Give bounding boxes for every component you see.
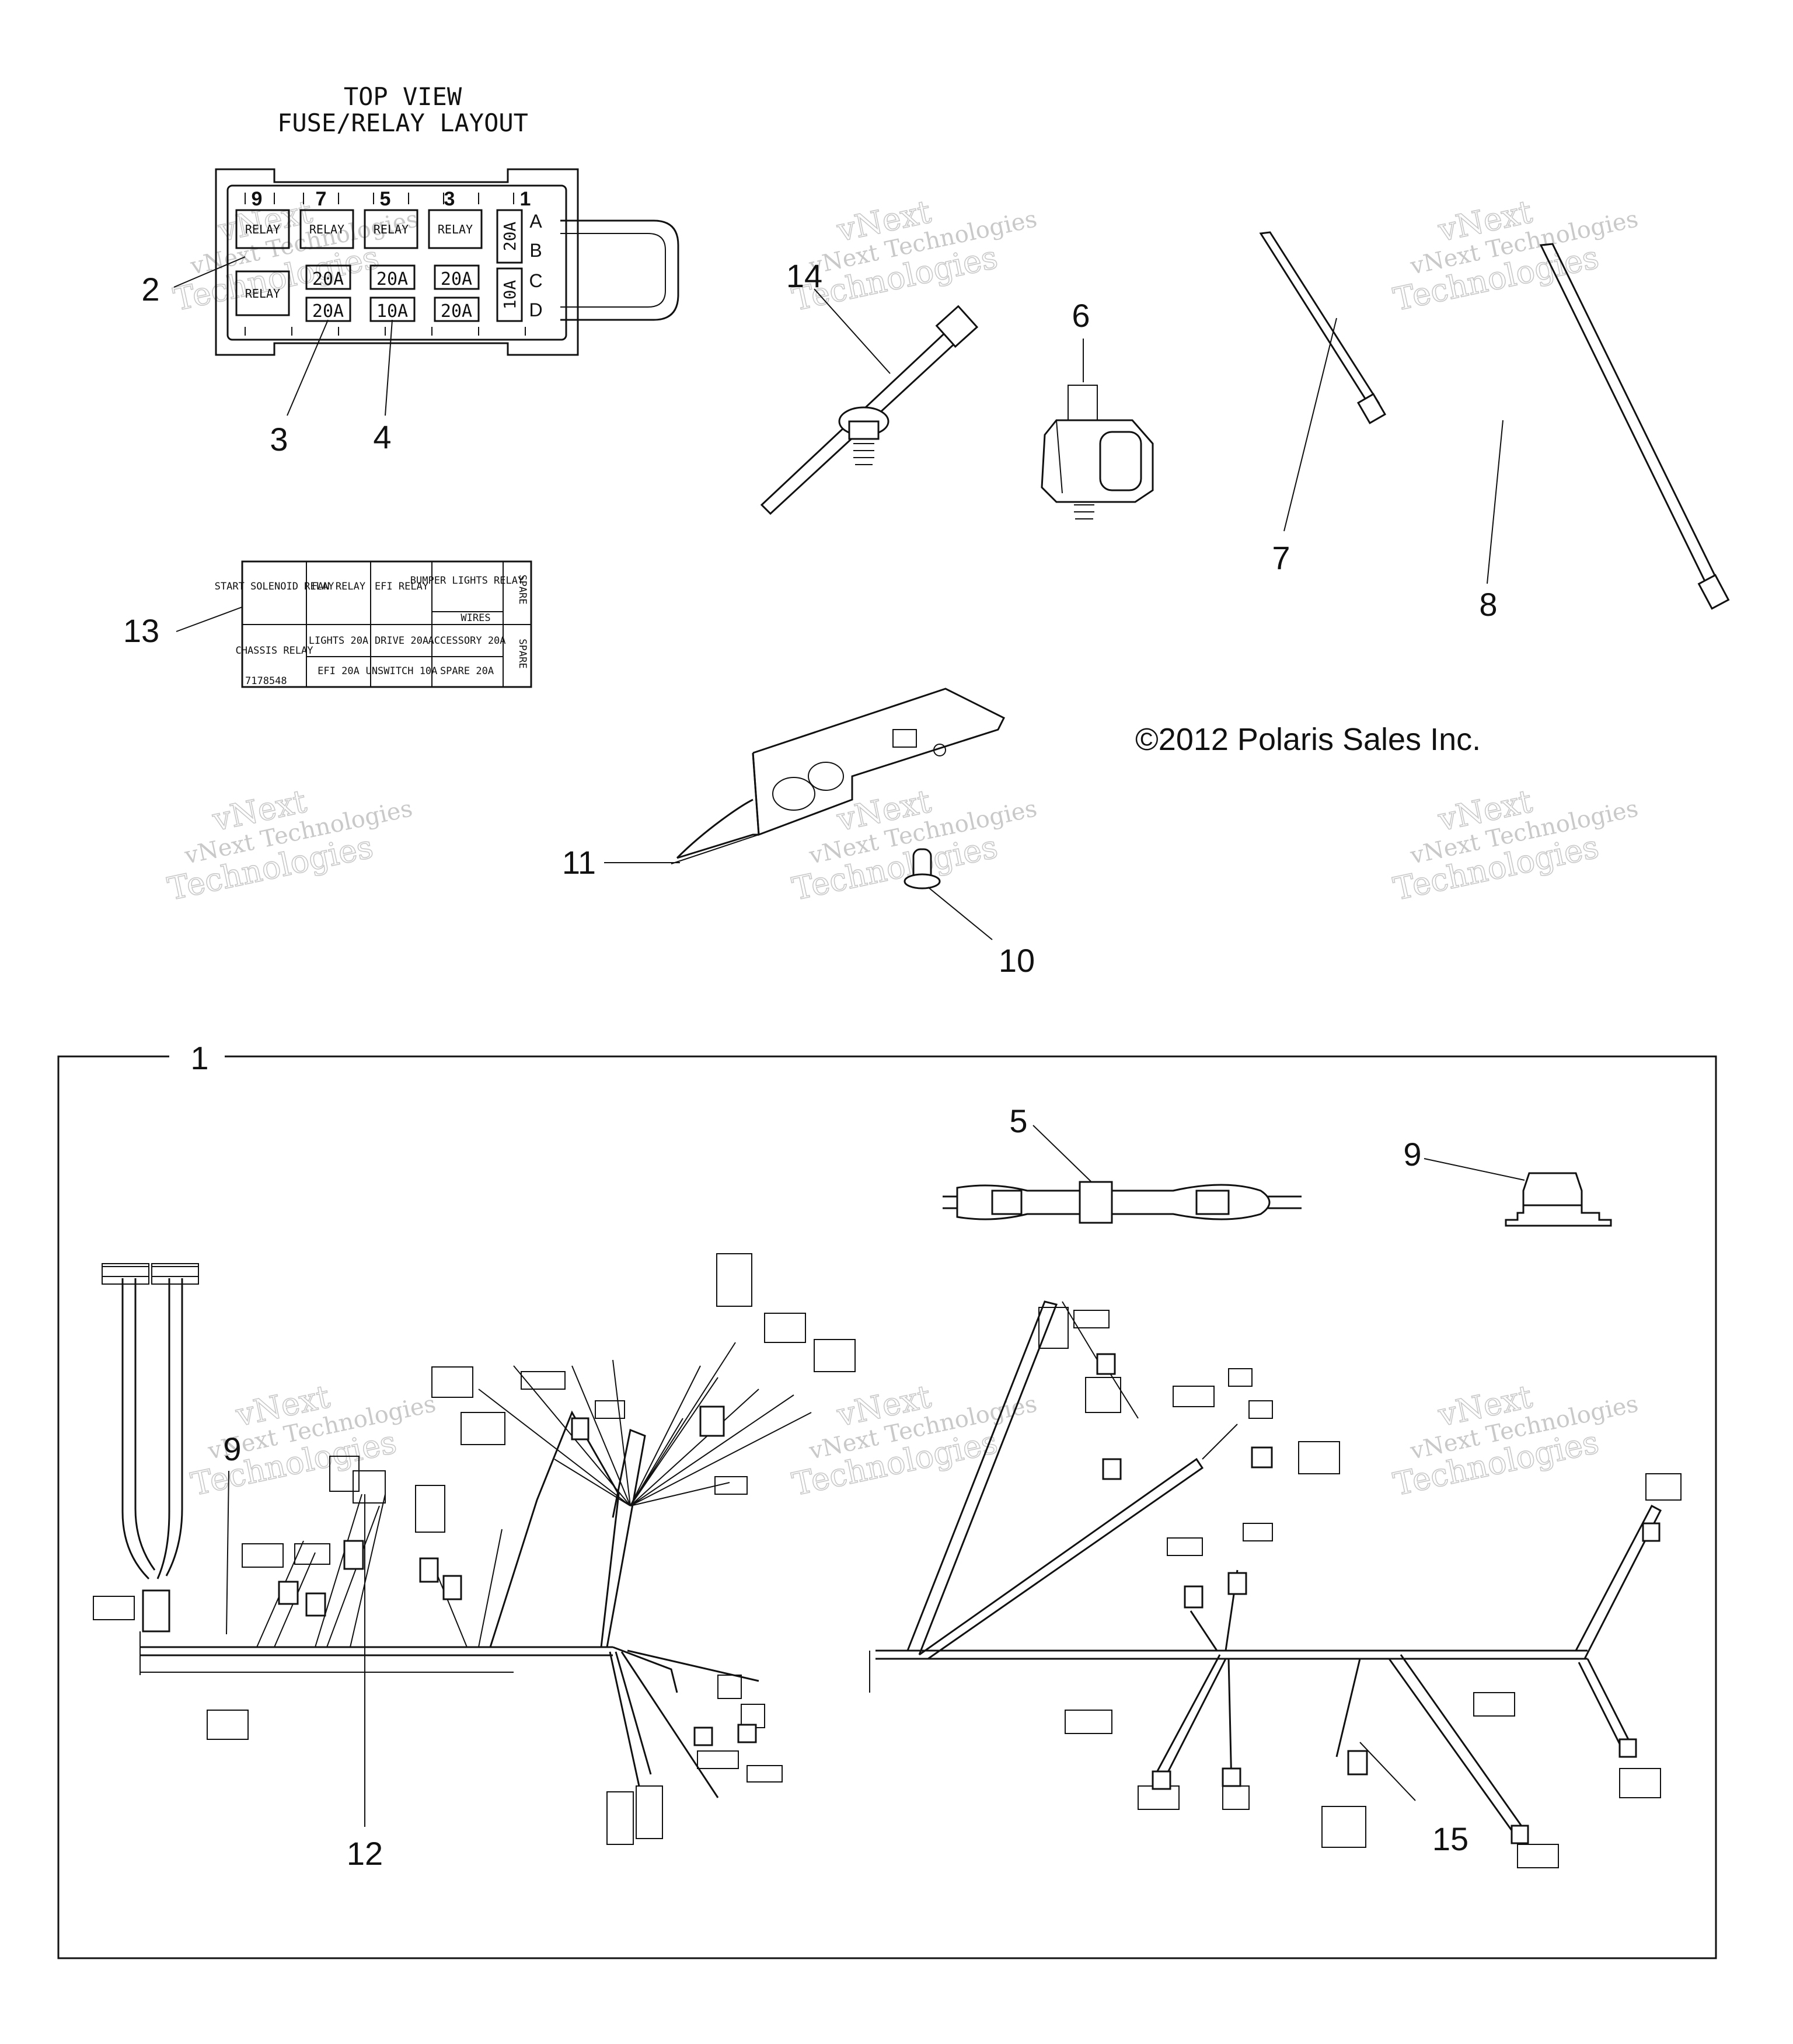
decal-fuse-efi: EFI 20A: [318, 665, 360, 677]
fuse-row-letter: C: [529, 270, 542, 291]
harness-labels-left: [102, 1253, 856, 1845]
harness-connectors-left: [278, 1405, 757, 1746]
callout-9-fuse-clip: 9: [1403, 1136, 1421, 1173]
relay-label: RELAY: [245, 222, 280, 236]
fuse-rating: 20A: [441, 269, 472, 289]
decal-side-bottom: SPARE: [517, 639, 528, 668]
decal-relay-start: START SOLENOID RELAY: [215, 581, 334, 592]
decal-wires: WIRES: [461, 612, 490, 624]
part-connector-clip: [1041, 339, 1154, 519]
relay-label: RELAY: [374, 222, 409, 236]
callout-11: 11: [562, 844, 596, 881]
watermarks: vNext vNext Technologies Technologies vN…: [164, 193, 1641, 1504]
part-cable-tie-clip: [760, 288, 979, 515]
callout-8: 8: [1479, 586, 1497, 623]
decal-side-top: SPARE: [517, 574, 528, 604]
callout-13: 13: [123, 612, 159, 649]
callout-4: 4: [373, 418, 391, 455]
fuse-rating: 20A: [312, 269, 344, 289]
callout-5: 5: [1009, 1103, 1027, 1139]
decal-fuse-spare: SPARE 20A: [440, 665, 494, 677]
callout-numbers: 1 2 3 4 5 6 7 8 9 9 10 11 12 13 14 15: [123, 257, 1498, 1872]
fuse-rating: 20A: [312, 301, 344, 322]
callout-1: 1: [190, 1040, 208, 1076]
fuse-column-number: 1: [520, 188, 531, 210]
harness-connectors-right: [1096, 1353, 1661, 1844]
callout-14: 14: [786, 257, 822, 294]
watermark-7: vNext vNext Technologies Technologies: [789, 1377, 1039, 1504]
callout-2: 2: [141, 271, 159, 308]
decal-fuse-accessory: ACCESSORY 20A: [428, 635, 505, 647]
relay-label: RELAY: [245, 287, 280, 301]
watermark-5: vNext vNext Technologies Technologies: [789, 193, 1039, 319]
fuse-box-title-line1: TOP VIEW: [344, 82, 462, 111]
fuse-decal: START SOLENOID RELAY FAN RELAY EFI RELAY…: [176, 560, 532, 688]
fuse-row-letter: B: [529, 240, 542, 261]
decal-fuse-drive: DRIVE 20A: [375, 635, 428, 647]
decal-fuse-lights: LIGHTS 20A: [309, 635, 368, 647]
decal-relay-bumper: BUMPER LIGHTS RELAY: [410, 575, 524, 587]
fuse-column-number: 3: [444, 188, 455, 210]
callout-3: 3: [270, 421, 288, 458]
decal-relay-efi: EFI RELAY: [375, 581, 428, 592]
fuse-column-number: 9: [252, 188, 263, 210]
decal-part-number: 7178548: [245, 675, 287, 687]
part-straps: [1259, 231, 1730, 610]
decal-fuse-unswitch: UNSWITCH 10A: [366, 665, 438, 677]
fuse-rating: 20A: [376, 269, 408, 289]
relay-label: RELAY: [438, 222, 473, 236]
watermark-6: vNext vNext Technologies Technologies: [1390, 193, 1641, 319]
part-fuse-clip: [1424, 1158, 1612, 1227]
harness-labels-right: [1038, 1307, 1682, 1868]
watermark-9: vNext vNext Technologies Technologies: [187, 1377, 438, 1504]
fuse-relay-box: TOP VIEW FUSE/RELAY LAYOUT 9 7 5 3 1 REL…: [173, 82, 679, 416]
fuse-rating: 10A: [376, 301, 408, 322]
copyright-notice: ©2012 Polaris Sales Inc.: [1135, 722, 1481, 757]
fuse-box-title-line2: FUSE/RELAY LAYOUT: [277, 109, 528, 137]
watermark-1: vNext vNext Technologies Technologies: [164, 782, 415, 908]
fuse-column-number: 5: [380, 188, 391, 210]
main-wire-harness-left: [93, 1253, 856, 1845]
callout-12: 12: [347, 1835, 383, 1872]
decal-chassis-relay: CHASSIS RELAY: [235, 645, 313, 657]
callout-7: 7: [1272, 539, 1290, 576]
main-wire-harness-right: [869, 1300, 1682, 1868]
callout-6: 6: [1072, 297, 1090, 334]
fuse-rating: 20A: [441, 301, 472, 322]
side-fuse-rating: 20A: [500, 222, 519, 252]
watermark-3: vNext vNext Technologies Technologies: [1390, 782, 1641, 908]
decal-relay-fan: FAN RELAY: [312, 581, 365, 592]
part-bracket: [604, 688, 1006, 940]
part-inline-fuse-holder: [943, 1125, 1302, 1224]
fuse-row-letter: A: [529, 211, 542, 232]
callout-15: 15: [1432, 1820, 1468, 1857]
watermark-8: vNext vNext Technologies Technologies: [1390, 1377, 1641, 1504]
side-fuse-rating: 10A: [500, 280, 519, 310]
relay-label: RELAY: [309, 222, 344, 236]
fuse-column-number: 7: [316, 188, 327, 210]
callout-10: 10: [999, 942, 1035, 979]
fuse-row-letter: D: [529, 299, 542, 320]
callout-9-harness: 9: [223, 1431, 241, 1467]
harness-kit-frame: [57, 1045, 1717, 1959]
